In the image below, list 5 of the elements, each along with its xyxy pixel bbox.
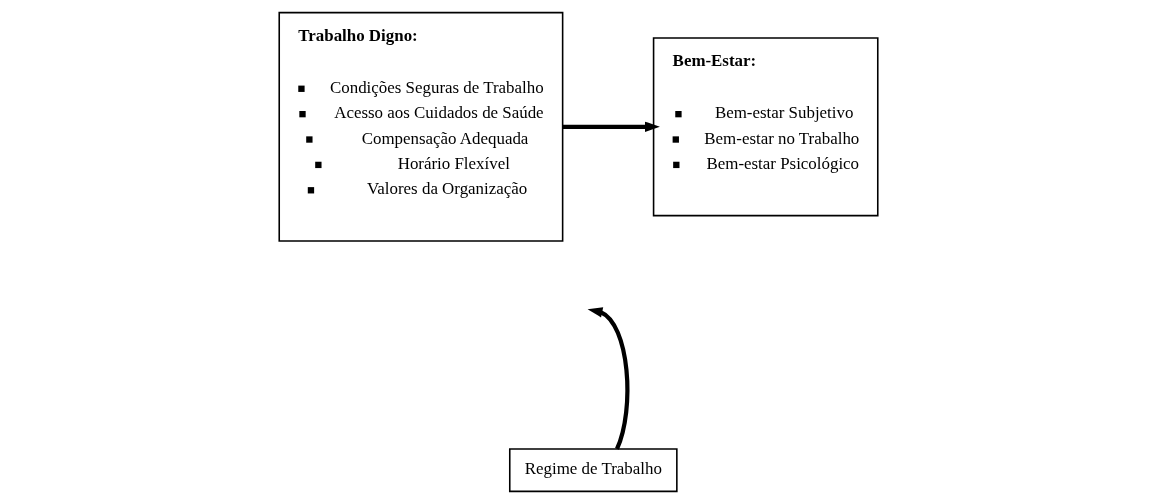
node-box: Bem-Estar: Bem-estar Subjetivo Bem-estar no Trabalho Bem-estar Psicológico (652, 37, 879, 217)
arrow (562, 121, 660, 133)
node-box: Regime de Trabalho (508, 448, 678, 493)
node-box: Trabalho Digno: Condições Seguras de Trabalho Acesso aos Cuidados de Saúde Compensação Adequada Horário Flexível Valores da Organização (277, 11, 563, 242)
arrow (587, 307, 629, 450)
